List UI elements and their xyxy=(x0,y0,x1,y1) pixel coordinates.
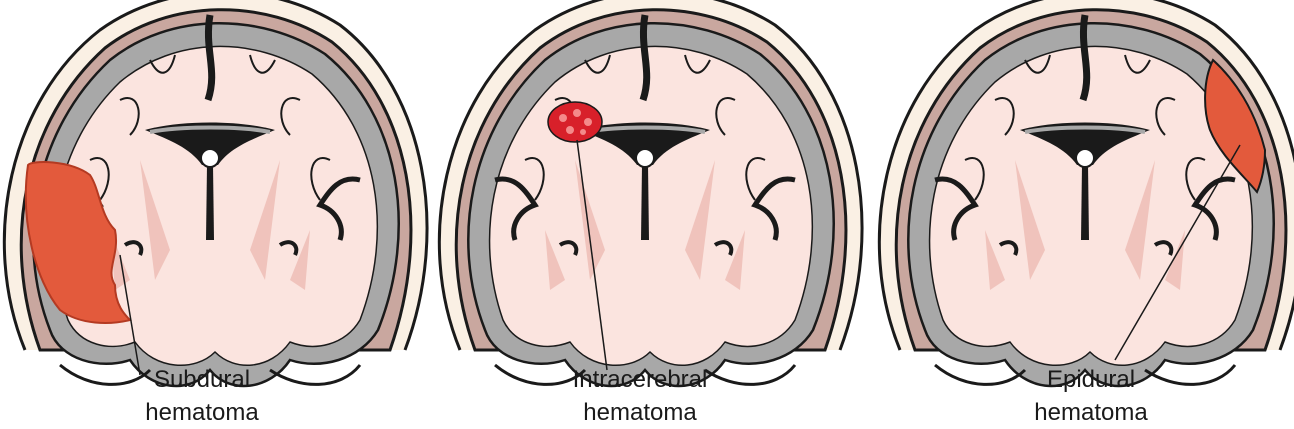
subdural-label-line1: Subdural xyxy=(153,366,251,393)
intracerebral-label-line1: Intracerebral xyxy=(572,366,708,393)
subdural-label: Subdural hematoma xyxy=(82,363,322,429)
epidural-label-line1: Epidural xyxy=(1046,366,1136,393)
epidural-label: Epidural hematoma xyxy=(971,363,1211,429)
intracerebral-clot xyxy=(547,101,603,143)
subdural-hemorrhage xyxy=(24,161,132,324)
epidural-hemorrhage xyxy=(1204,58,1267,194)
intracerebral-leader-line xyxy=(576,139,608,371)
panel-subdural xyxy=(4,0,427,386)
subdural-label-line2: hematoma xyxy=(145,399,259,426)
intracerebral-label: Intracerebral hematoma xyxy=(520,363,760,429)
panel-intracerebral xyxy=(439,0,862,386)
panel-epidural xyxy=(879,0,1294,386)
intracerebral-label-line2: hematoma xyxy=(583,399,697,426)
subdural-leader-line xyxy=(119,254,141,376)
epidural-leader-line xyxy=(1114,144,1241,361)
epidural-label-line2: hematoma xyxy=(1034,399,1148,426)
